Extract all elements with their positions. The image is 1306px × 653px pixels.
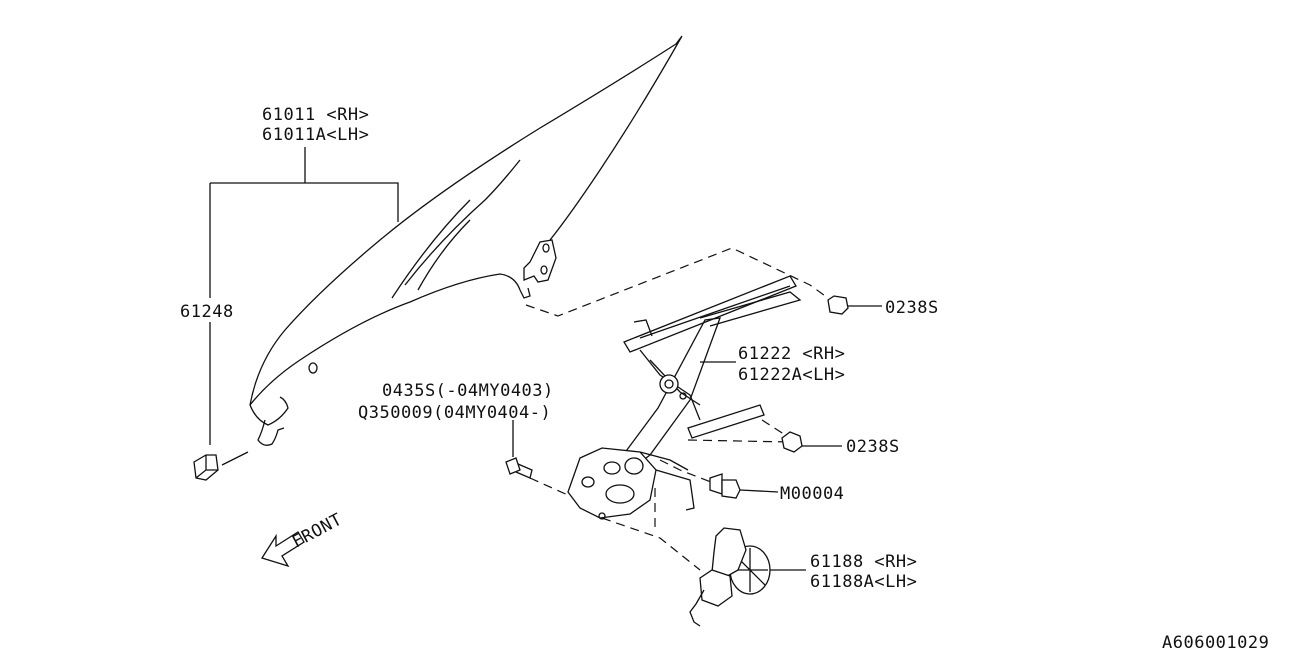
label-bolt-a: 0435S(-04MY0403) [382,381,554,401]
clip-part [193,451,249,481]
diagram-id: A606001029 [1162,633,1269,653]
label-bolt-m: M00004 [780,484,844,504]
label-front: FRONT [289,510,346,553]
label-nut-top: 0238S [885,298,939,318]
bolt-a [505,420,533,479]
label-regulator-rh: 61222 <RH> [738,344,845,364]
window-regulator [567,275,802,520]
label-bolt-b: Q350009(04MY0404-) [358,403,551,423]
label-glass-rh: 61011 <RH> [262,105,369,125]
label-regulator-lh: 61222A<LH> [738,365,845,385]
front-arrow-icon [260,531,305,568]
label-motor-lh: 61188A<LH> [810,572,917,592]
nut-bottom [781,431,842,453]
bolt-m [709,473,779,499]
label-motor-rh: 61188 <RH> [810,552,917,572]
door-glass [249,35,683,446]
window-motor [689,527,806,627]
label-nut-bottom: 0238S [846,437,900,457]
label-clip: 61248 [180,302,234,322]
nut-top [827,295,882,315]
label-glass-lh: 61011A<LH> [262,125,369,145]
